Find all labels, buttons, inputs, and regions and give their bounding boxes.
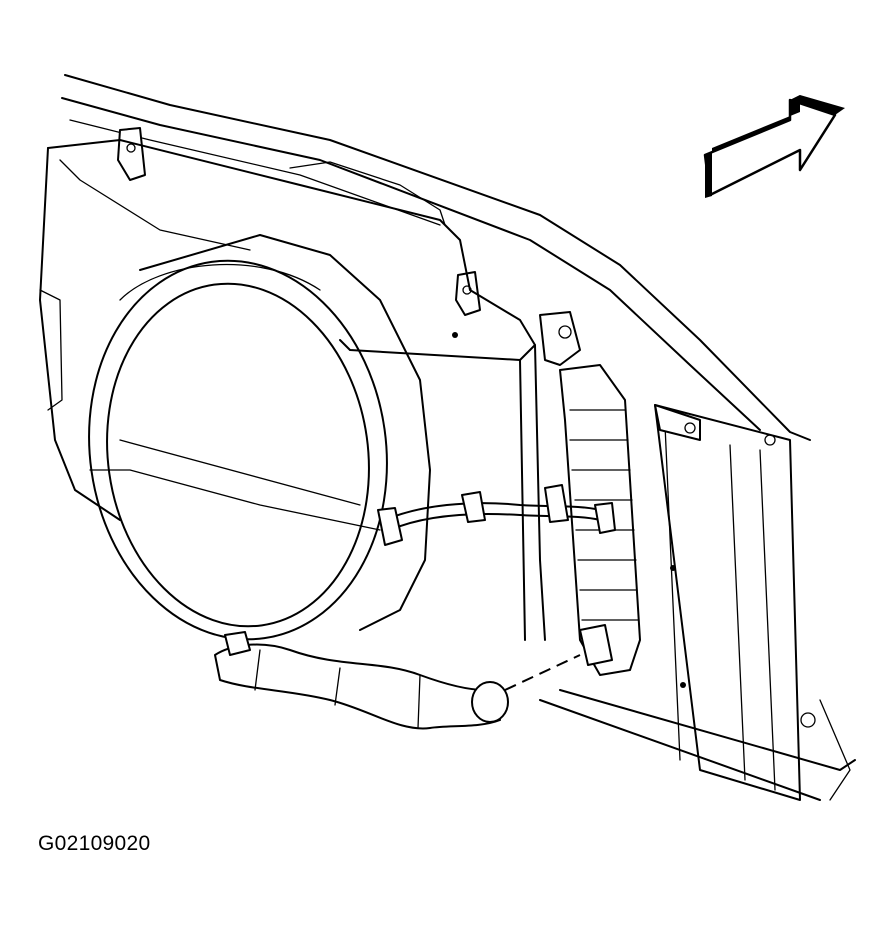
lower-radiator-hose xyxy=(214,624,613,730)
cooler-line xyxy=(377,484,616,546)
fan-opening-ring xyxy=(88,234,431,641)
figure-code: G02109020 xyxy=(38,832,151,855)
front-direction-arrow-icon xyxy=(703,95,845,198)
fan-shroud xyxy=(39,139,546,641)
radiator-support-upper xyxy=(61,74,811,441)
radiator-core xyxy=(539,404,856,801)
